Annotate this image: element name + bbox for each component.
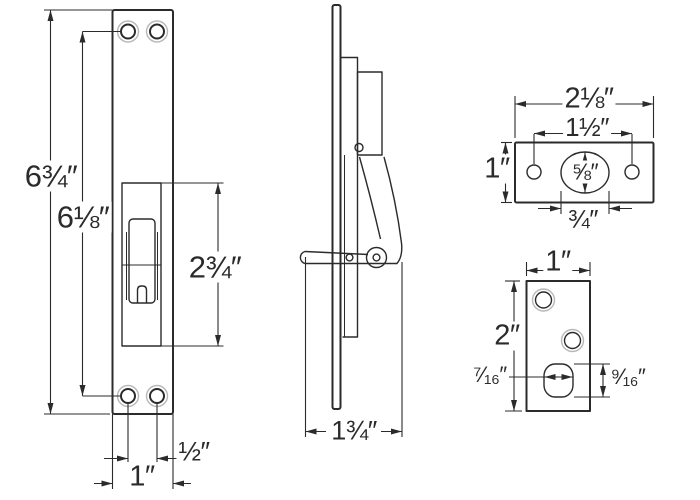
guide-plate-outline xyxy=(525,280,591,412)
bolt-guide-slot xyxy=(543,363,574,398)
screw-hole xyxy=(145,20,169,43)
dim-side-depth-label: 1¾″ xyxy=(329,415,379,446)
screw-hole xyxy=(563,331,582,350)
screw-hole xyxy=(149,23,165,40)
dim-guide-slot-height-label: ⁹⁄₁₆″ xyxy=(608,364,648,389)
mechanism-body xyxy=(356,71,383,156)
dim-guide-height-label: 2″ xyxy=(492,319,522,352)
face-plate-outline xyxy=(111,9,174,415)
side-dimensions xyxy=(304,257,403,437)
dim-front-hole-span-label: 6⅛″ xyxy=(54,199,112,235)
dim-front-width-label: 1″ xyxy=(127,460,157,493)
dim-strike-height-label: 1″ xyxy=(482,152,512,185)
link-bar xyxy=(299,250,397,265)
dim-strike-slot-width-label: ¾″ xyxy=(566,204,600,234)
screw-hole xyxy=(624,164,640,180)
face-plate-edge xyxy=(331,4,342,410)
lever-handle xyxy=(383,156,403,265)
bolt-notch xyxy=(136,285,148,303)
front-view xyxy=(44,9,224,489)
pivot-outer xyxy=(365,246,388,269)
screw-hole xyxy=(149,388,165,404)
dim-front-height-label: 6¾″ xyxy=(22,158,80,194)
lever-handle xyxy=(358,156,382,240)
screw-hole xyxy=(120,388,136,404)
dim-strike-width-label: 2⅛″ xyxy=(562,82,616,115)
side-view xyxy=(299,4,403,437)
screw-hole xyxy=(526,164,542,180)
housing-step xyxy=(340,56,359,338)
link-pin xyxy=(345,253,354,262)
dim-guide-width-label: 1″ xyxy=(543,245,573,278)
dim-front-slot-height-label: 2¾″ xyxy=(186,249,244,285)
guide-plate-view xyxy=(505,262,610,412)
pivot-screw xyxy=(354,142,364,153)
dim-strike-slot-height-label: ⅝″ xyxy=(569,158,601,185)
dim-strike-hole-span-label: 1½″ xyxy=(563,112,611,142)
bolt xyxy=(128,218,156,304)
dim-guide-slot-width-label: ⁷⁄₁₆″ xyxy=(471,362,509,387)
screw-hole xyxy=(120,23,136,40)
bolt-opening xyxy=(560,151,610,194)
strike-plate-outline xyxy=(514,141,655,204)
pivot-pin xyxy=(372,253,381,262)
screw-hole xyxy=(531,288,556,312)
screw-hole xyxy=(534,291,553,309)
screw-hole xyxy=(560,328,585,353)
dim-front-hole-gap-label: ½″ xyxy=(176,436,212,467)
